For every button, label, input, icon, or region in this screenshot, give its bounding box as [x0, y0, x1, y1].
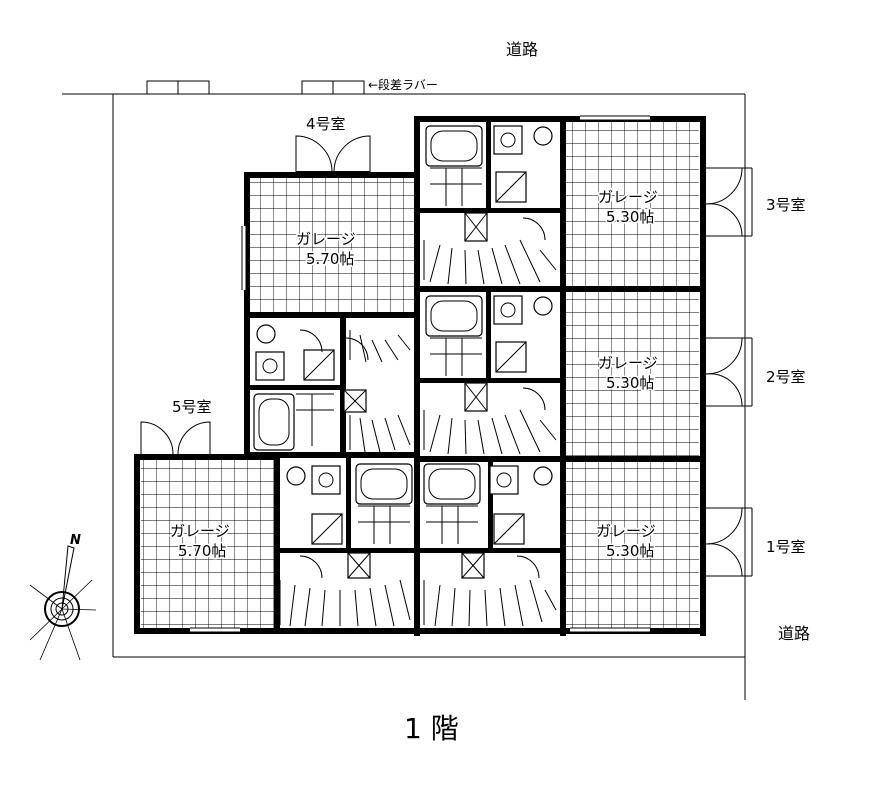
bathtubs [253, 125, 483, 505]
garage-unit-5 [141, 460, 276, 628]
garage-unit-2 [566, 292, 699, 456]
garage-label-3: ガレージ [598, 188, 658, 206]
garage-label-2: ガレージ [598, 354, 658, 372]
garage-areas [141, 121, 699, 628]
compass [29, 545, 97, 661]
road-label-right: 道路 [778, 624, 810, 643]
floor-label: 1 階 [404, 712, 459, 745]
walls [134, 116, 706, 636]
garage-area-1: 5.30帖 [606, 542, 654, 560]
garage-label-5: ガレージ [170, 522, 230, 540]
sanitary-fixtures [255, 125, 553, 545]
doors [140, 115, 753, 633]
room-label-1: 1号室 [766, 538, 806, 556]
garage-labels: ガレージ 5.30帖 ガレージ 5.30帖 ガレージ 5.30帖 ガレージ 5.… [169, 187, 660, 562]
room-label-3: 3号室 [766, 196, 806, 214]
garage-unit-4 [250, 178, 415, 313]
garage-area-2: 5.30帖 [606, 374, 654, 392]
garage-unit-1 [566, 462, 699, 628]
north-label: N [70, 533, 81, 548]
stairs [279, 239, 557, 627]
columns [343, 212, 488, 579]
garage-label-1: ガレージ [596, 522, 656, 540]
garage-unit-3 [566, 121, 699, 286]
garage-area-3: 5.30帖 [606, 208, 654, 226]
room-label-4: 4号室 [306, 115, 346, 133]
step-rubber-label: ←段差ラバー [368, 77, 438, 92]
room-label-5: 5号室 [172, 398, 212, 416]
garage-area-4: 5.70帖 [306, 250, 354, 268]
compass-icon [44, 591, 80, 627]
garage-label-4: ガレージ [296, 230, 356, 248]
step-rubber [146, 80, 365, 95]
room-label-2: 2号室 [766, 368, 806, 386]
garage-area-5: 5.70帖 [178, 542, 226, 560]
road-label-top: 道路 [506, 40, 538, 59]
